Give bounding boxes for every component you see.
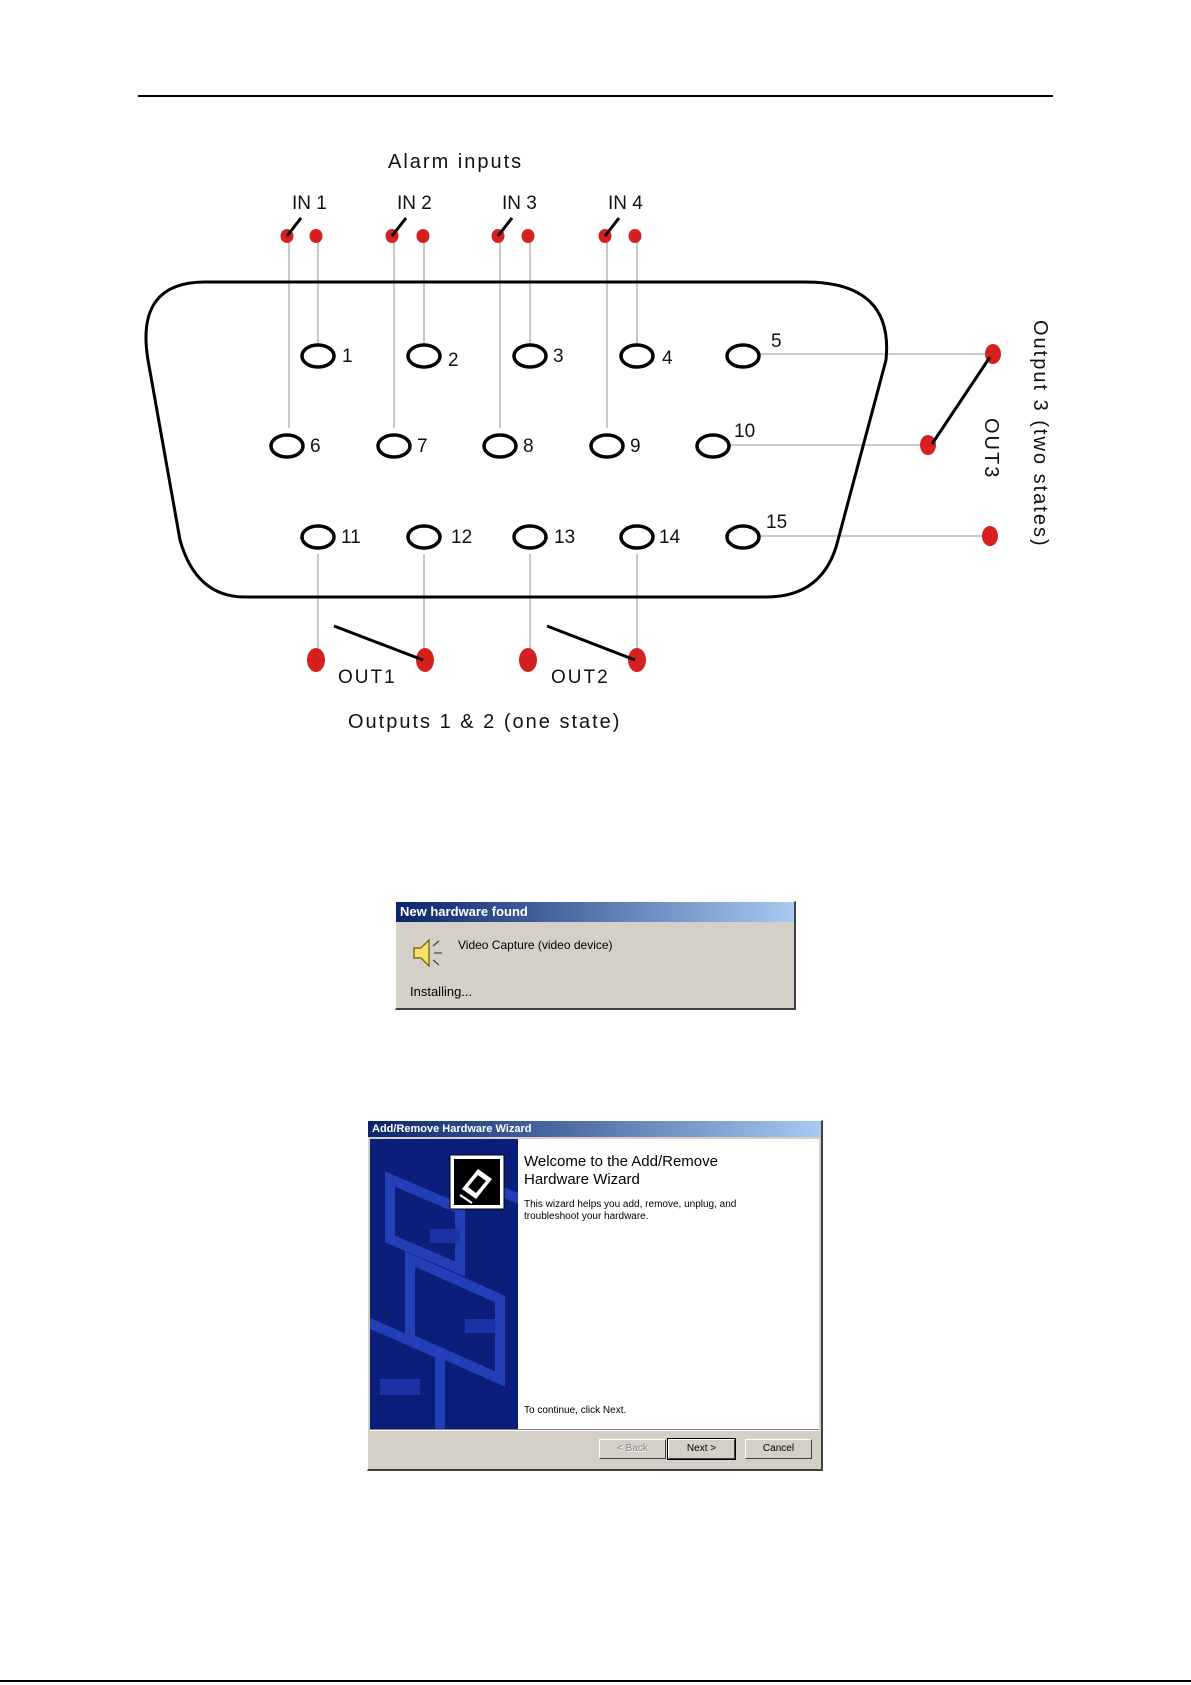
- new-hardware-popup: New hardware found Video Capture (video …: [395, 901, 796, 1010]
- pin-label-11: 11: [341, 527, 361, 548]
- out12-switches: [333, 624, 636, 662]
- outputs12-caption: Outputs 1 & 2 (one state): [348, 711, 621, 733]
- pin-label-10: 10: [734, 421, 755, 442]
- hardware-icon: [449, 1154, 505, 1210]
- pin-label-9: 9: [630, 436, 641, 457]
- pin-label-14: 14: [659, 527, 681, 548]
- pin-label-8: 8: [523, 436, 534, 457]
- wizard-title: Add/Remove Hardware Wizard: [368, 1121, 821, 1137]
- speaker-icon: [413, 938, 442, 968]
- pin-label-13: 13: [554, 527, 575, 548]
- wires: [288, 236, 990, 658]
- pin-label-7: 7: [417, 436, 428, 457]
- back-button[interactable]: < Back: [599, 1439, 666, 1459]
- wizard-description: This wizard helps you add, remove, unplu…: [524, 1199, 737, 1222]
- pin-label-15: 15: [766, 512, 787, 533]
- wizard-separator: [370, 1429, 819, 1431]
- out3-label: OUT3: [980, 418, 1002, 479]
- pin-label-3: 3: [553, 346, 564, 367]
- wizard-heading: Welcome to the Add/Remove Hardware Wizar…: [524, 1153, 718, 1188]
- pin-label-12: 12: [451, 527, 472, 548]
- in3-label: IN 3: [502, 193, 537, 214]
- pin-holes: [269, 343, 761, 550]
- cancel-button[interactable]: Cancel: [745, 1439, 812, 1459]
- out3-switch: [930, 356, 992, 445]
- out1-label: OUT1: [338, 667, 397, 688]
- in4-label: IN 4: [608, 193, 643, 214]
- input-terminals: [280, 229, 642, 243]
- install-status: Installing...: [410, 984, 473, 999]
- in1-label: IN 1: [292, 193, 327, 214]
- pin-label-1: 1: [342, 346, 353, 367]
- wizard-banner-graphic: [370, 1154, 518, 1429]
- output3-caption: Output 3 (two states): [1029, 320, 1051, 548]
- pin-label-4: 4: [662, 348, 673, 369]
- pin-label-2: 2: [448, 350, 459, 371]
- connector-diagram: 1 2 3 4 5 6 7 8 9 10 11 12 13 14 15 Alar…: [144, 151, 1051, 733]
- pin-label-6: 6: [310, 436, 321, 457]
- alarm-inputs-label: Alarm inputs: [388, 151, 523, 173]
- device-name: Video Capture (video device): [458, 938, 613, 952]
- db15-shell: [144, 280, 889, 599]
- in2-label: IN 2: [397, 193, 432, 214]
- hardware-wizard-window: Add/Remove Hardware Wizard: [367, 1120, 823, 1471]
- input-switches: [285, 217, 621, 237]
- wizard-side-banner: [370, 1139, 518, 1429]
- top-rule: [138, 95, 1053, 97]
- wizard-content-panel: Welcome to the Add/Remove Hardware Wizar…: [518, 1139, 819, 1429]
- popup-title: New hardware found: [396, 902, 794, 922]
- next-button[interactable]: Next >: [667, 1438, 736, 1460]
- out2-label: OUT2: [551, 667, 610, 688]
- bottom-rule: [0, 1680, 1191, 1682]
- pin-label-5: 5: [771, 331, 782, 352]
- wizard-continue-text: To continue, click Next.: [524, 1405, 627, 1416]
- out12-terminals: [307, 648, 646, 672]
